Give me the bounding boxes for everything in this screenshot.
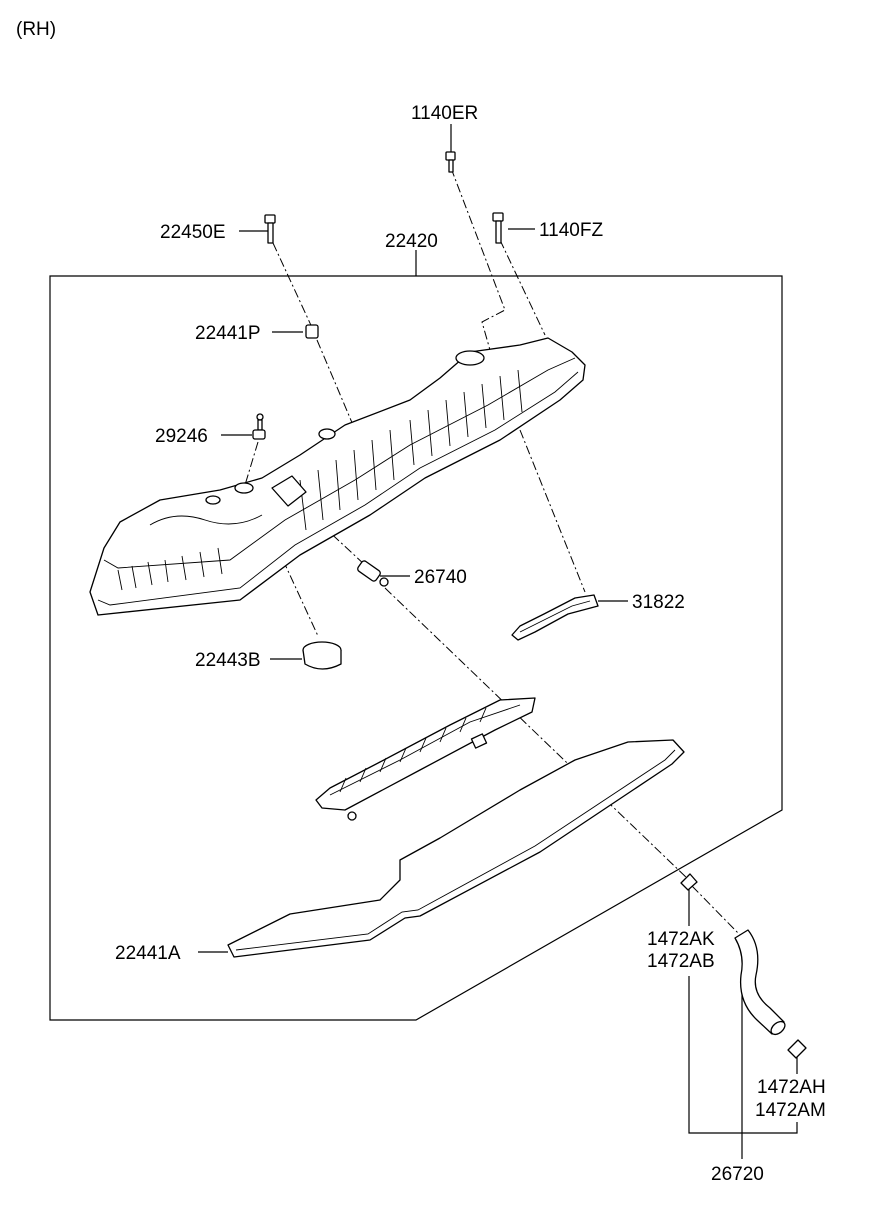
- callout-1472ab: 1472AB: [647, 951, 715, 972]
- variant-label: (RH): [16, 19, 56, 40]
- clamp-1472ak: [680, 873, 698, 891]
- callout-22450e: 22450E: [160, 222, 226, 243]
- callout-26720: 26720: [711, 1164, 764, 1185]
- clamp-1472ah: [787, 1039, 807, 1059]
- bolt-22450e: [264, 214, 276, 244]
- callout-22420: 22420: [385, 231, 438, 252]
- bolt-1140er: [445, 151, 456, 173]
- breather-hose-26720: [734, 929, 786, 1036]
- gasket-31822: [511, 594, 599, 641]
- callout-1472ak: 1472AK: [647, 929, 715, 950]
- bolt-1140fz: [492, 212, 504, 244]
- callout-1472ah: 1472AH: [757, 1077, 826, 1098]
- rocker-cover: [89, 337, 586, 616]
- bolt-29246: [252, 413, 266, 440]
- callout-29246: 29246: [155, 426, 208, 447]
- assembly-frame: [49, 275, 783, 1021]
- callout-1140fz: 1140FZ: [539, 220, 603, 241]
- callout-1472am: 1472AM: [755, 1100, 826, 1121]
- callout-22441a: 22441A: [115, 943, 181, 964]
- leader-lines: [198, 124, 798, 1159]
- oil-cap-22443b: [302, 641, 342, 670]
- bushing-22441p: [305, 324, 319, 339]
- callout-22443b: 22443B: [195, 650, 261, 671]
- callout-26740: 26740: [414, 567, 467, 588]
- pcv-valve-26740: [357, 560, 389, 587]
- callout-31822: 31822: [632, 592, 685, 613]
- callout-22441p: 22441P: [195, 323, 261, 344]
- callout-1140er: 1140ER: [411, 103, 478, 124]
- alignment-lines: [244, 167, 741, 936]
- gasket-22441a: [227, 739, 685, 958]
- baffle-plate: [315, 697, 536, 821]
